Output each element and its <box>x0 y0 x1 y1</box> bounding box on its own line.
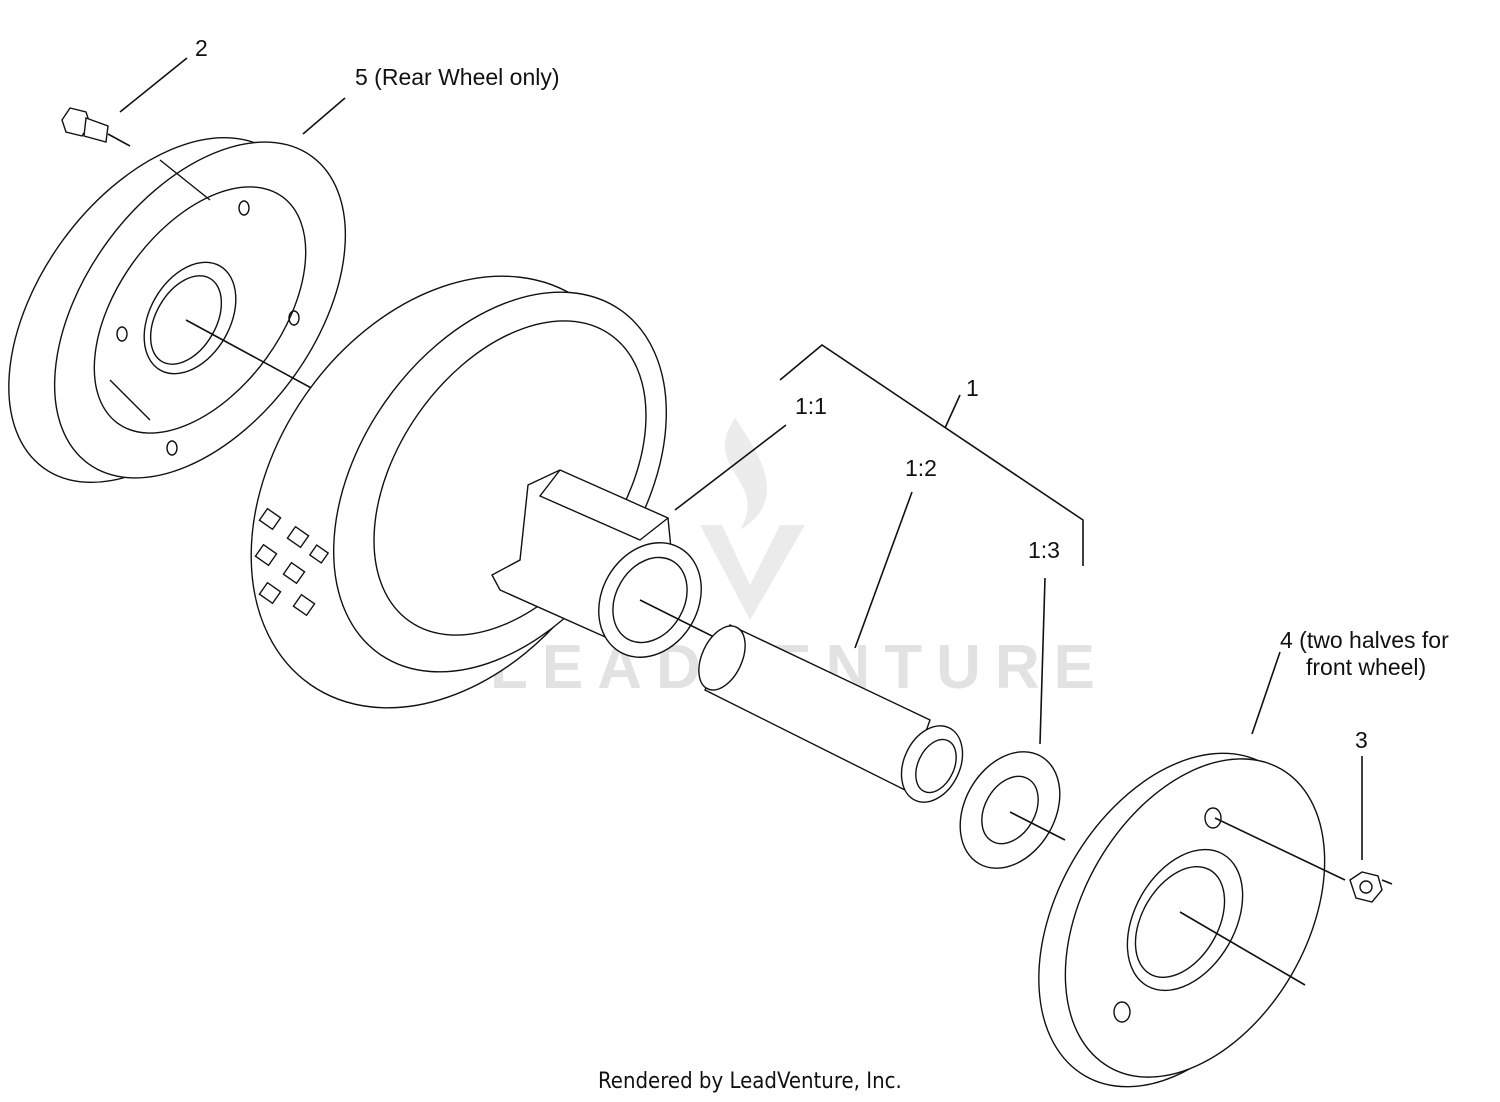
label-item-1-2: 1:2 <box>905 455 937 481</box>
part-1-2-spacer-tube <box>698 624 964 803</box>
part-4-front-hub <box>1038 752 1346 1088</box>
label-item-5: 5 (Rear Wheel only) <box>355 64 560 90</box>
label-item-2: 2 <box>195 35 208 61</box>
part-3-nut <box>1349 871 1393 903</box>
label-item-4-line1: 4 (two halves for <box>1280 627 1449 653</box>
label-item-3: 3 <box>1355 727 1368 753</box>
part-2-bolt <box>61 107 131 147</box>
label-item-4-line2: front wheel) <box>1306 654 1426 680</box>
part-1-3-bearing-ring <box>959 751 1066 869</box>
label-item-1-1: 1:1 <box>795 393 827 419</box>
part-5-rear-hub <box>8 136 347 484</box>
leader-lines <box>119 57 1363 860</box>
watermark-logo-icon <box>700 418 805 620</box>
footer-credit: Rendered by LeadVenture, Inc. <box>598 1069 902 1094</box>
label-item-1: 1 <box>966 375 979 401</box>
label-item-1-3: 1:3 <box>1028 537 1060 563</box>
